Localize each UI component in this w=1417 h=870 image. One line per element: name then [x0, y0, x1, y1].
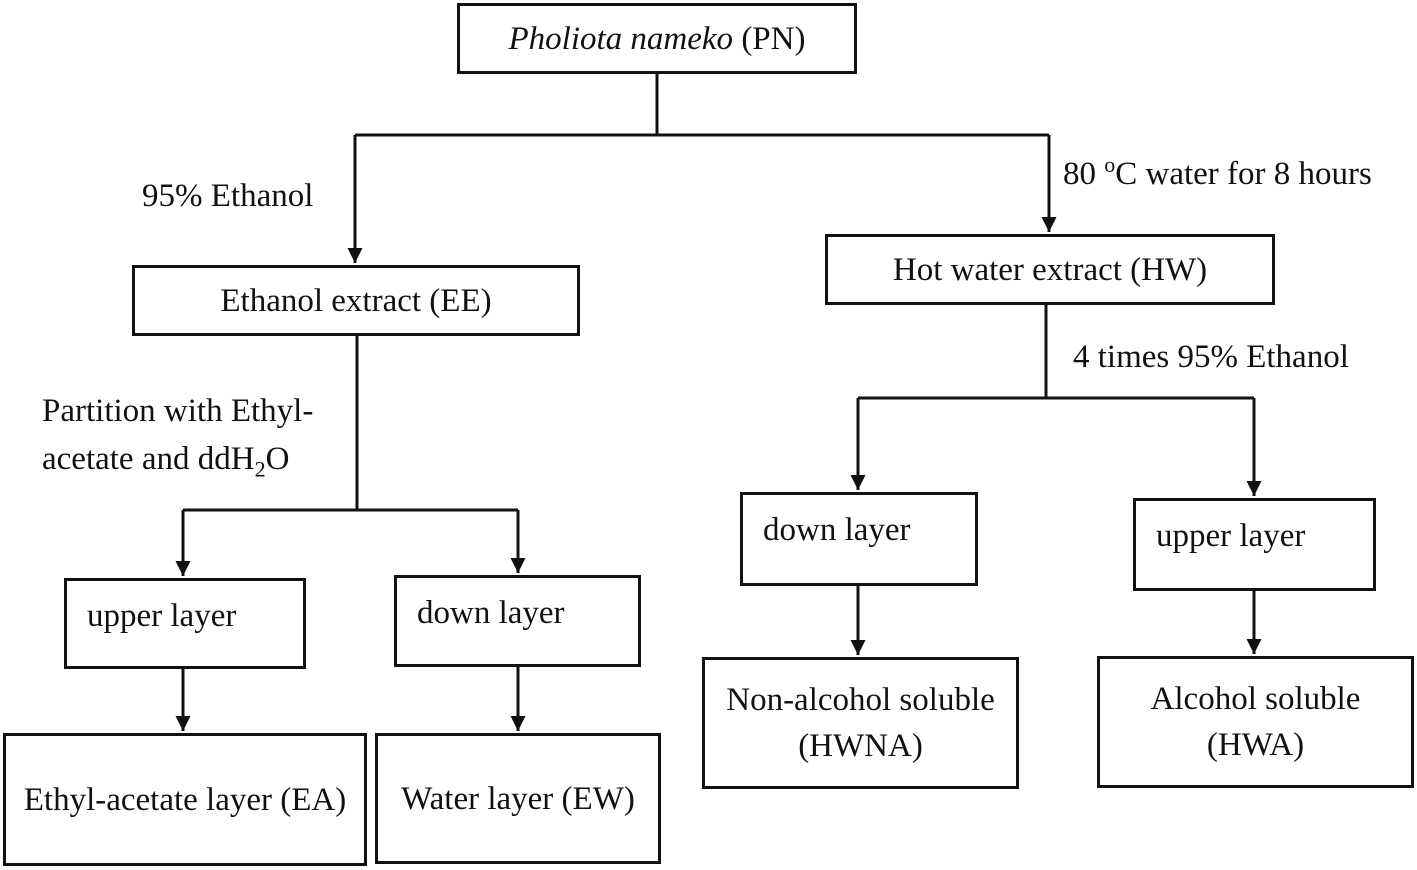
edge-label-ethanol: 95% Ethanol [142, 178, 314, 214]
ee-down-label: down layer [417, 595, 565, 631]
edge-label-hw-ethanol: 4 times 95% Ethanol [1073, 339, 1349, 375]
edge-label-partition: Partition with Ethyl- acetate and ddH2O [42, 387, 313, 483]
edge-label-hot-water: 80 oC water for 8 hours [1063, 152, 1372, 193]
hw-upper-label: upper layer [1156, 518, 1306, 554]
hw-down-label: down layer [763, 512, 911, 548]
node-hw-upper: upper layer [1133, 498, 1376, 591]
node-ee-down: down layer [394, 575, 641, 667]
pn-species-name: Pholiota nameko [508, 20, 734, 57]
node-ew: Water layer (EW) [375, 733, 661, 864]
node-hwa: Alcohol soluble (HWA) [1097, 656, 1414, 788]
hwna-line2: (HWNA) [798, 728, 923, 764]
node-ee: Ethanol extract (EE) [132, 265, 580, 336]
h2o-sub: 2 [254, 456, 266, 482]
pn-abbrev: (PN) [733, 20, 806, 57]
node-hw: Hot water extract (HW) [825, 234, 1275, 305]
ee-label: Ethanol extract (EE) [220, 282, 492, 319]
ee-upper-label: upper layer [87, 598, 237, 634]
node-ea: Ethyl-acetate layer (EA) [3, 733, 367, 866]
ew-label: Water layer (EW) [401, 780, 635, 817]
node-pn: Pholiota nameko (PN) [457, 3, 857, 74]
node-ee-upper: upper layer [64, 578, 306, 669]
hw-label: Hot water extract (HW) [892, 251, 1208, 288]
partition-line1: Partition with Ethyl- [42, 393, 314, 429]
hwna-line1: Non-alcohol soluble [726, 682, 995, 718]
hwa-line2: (HWA) [1206, 727, 1305, 763]
hwa-line1: Alcohol soluble [1150, 681, 1361, 717]
node-hw-down: down layer [740, 492, 978, 586]
node-hwna: Non-alcohol soluble (HWNA) [702, 657, 1019, 789]
degree-sup: o [1104, 152, 1116, 177]
ea-label: Ethyl-acetate layer (EA) [23, 781, 347, 818]
partition-line2: acetate and ddH2O [42, 441, 290, 482]
